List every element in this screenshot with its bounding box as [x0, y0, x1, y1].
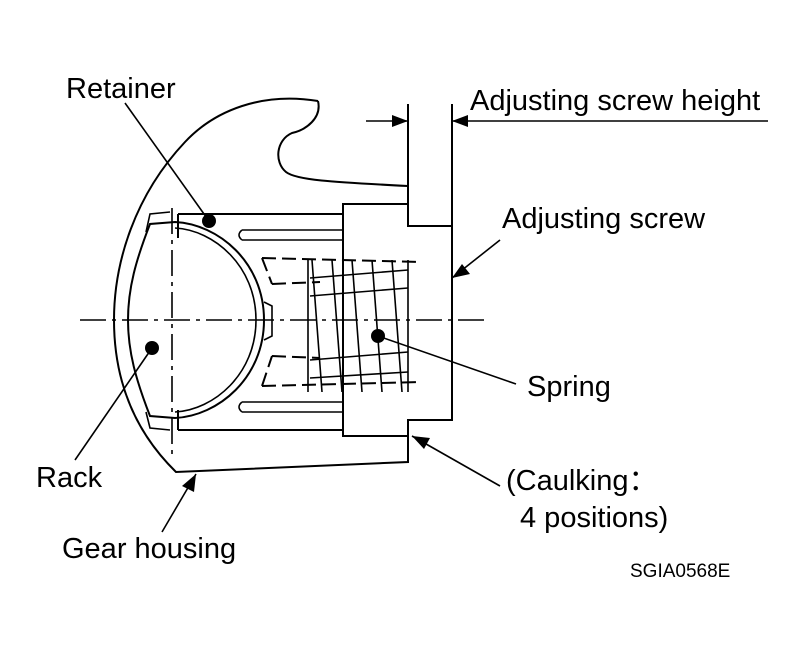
- spring: [261, 257, 421, 393]
- label-caulking-line1: (Caulking：: [506, 465, 658, 497]
- center-lines: [80, 208, 490, 456]
- label-gear-housing: Gear housing: [62, 533, 236, 565]
- label-adjusting-screw: Adjusting screw: [502, 203, 706, 235]
- label-adjusting-screw-height: Adjusting screw height: [470, 85, 760, 117]
- adjusting-screw: [342, 104, 453, 437]
- leader-spring: [371, 329, 517, 385]
- leader-caulking: [411, 435, 501, 487]
- leader-rack: [74, 341, 159, 461]
- label-rack: Rack: [36, 462, 103, 494]
- leader-retainer: [124, 102, 216, 228]
- leader-adjusting-screw: [451, 239, 501, 279]
- figure-code: SGIA0568E: [630, 561, 730, 582]
- dimension-adjusting-screw-height: [366, 115, 768, 127]
- label-retainer: Retainer: [66, 73, 176, 105]
- retainer: [177, 213, 343, 431]
- label-spring: Spring: [527, 371, 611, 403]
- leader-gear-housing: [161, 473, 197, 533]
- label-caulking-line2: 4 positions): [520, 502, 668, 534]
